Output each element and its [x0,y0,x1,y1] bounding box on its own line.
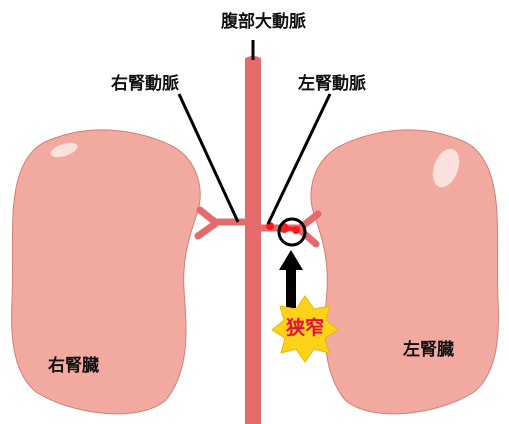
stenosis-marks [266,222,300,234]
right-renal-pointer-line [177,93,240,223]
right-kidney [11,129,201,415]
abdominal-aorta [245,58,261,424]
left-renal-artery-label: 左腎動脈 [298,74,366,94]
stenosis-circle [277,217,307,247]
right-kidney-label: 右腎臓 [48,356,99,376]
left-kidney [310,129,499,415]
stenosis-star-icon [271,295,339,363]
left-renal-pointer-line [266,93,332,225]
left-renal-artery [258,210,322,248]
aorta-label: 腹部大動脈 [221,12,306,32]
right-renal-artery-label: 右腎動脈 [111,74,179,94]
right-renal-artery [194,206,248,240]
left-kidney-label: 左腎臓 [403,340,454,360]
up-arrow-icon [279,250,303,308]
stenosis-label: 狭窄 [285,317,324,339]
